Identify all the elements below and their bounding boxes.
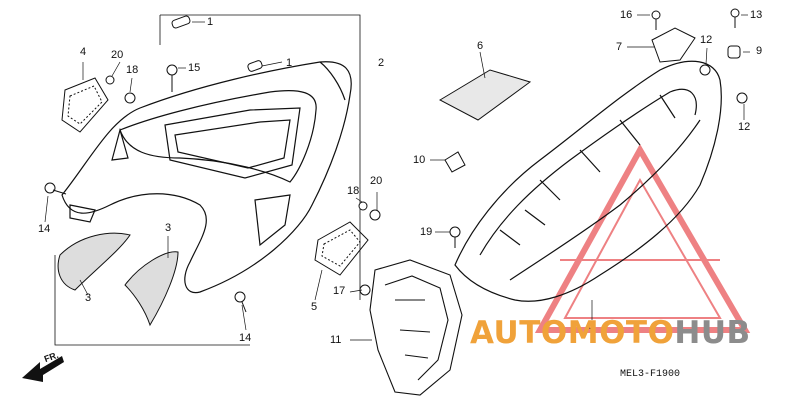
watermark-part-3: HUB <box>674 315 751 351</box>
leader-lines <box>44 14 750 341</box>
drawing-code: MEL3-F1900 <box>620 369 681 380</box>
watermark-logo-text: AUTOMOTOHUB <box>470 318 751 349</box>
callout-label: 14 <box>38 223 51 235</box>
callout-label: 18 <box>126 64 139 76</box>
watermark-part-1: AUTO <box>470 315 568 351</box>
callout-label: 18 <box>347 185 360 197</box>
front-direction-arrow <box>22 356 64 382</box>
rear-fender-part <box>454 60 722 302</box>
callout-label: 4 <box>80 46 87 58</box>
callout-label: 8 <box>588 320 595 332</box>
callout-label: 3 <box>165 222 172 234</box>
callout-label: 14 <box>239 332 252 344</box>
callout-label: 12 <box>738 121 751 133</box>
callout-label: 9 <box>756 45 763 57</box>
callout-label: 17 <box>333 285 346 297</box>
callout-label: 19 <box>420 226 433 238</box>
callout-label: 10 <box>413 154 426 166</box>
callout-label: 5 <box>311 301 318 313</box>
seal-pad-part <box>438 69 532 121</box>
callout-label: 12 <box>700 34 713 46</box>
callout-label: 15 <box>188 62 201 74</box>
callout-label: 1 <box>207 16 214 28</box>
seat-cowl-part <box>61 61 352 294</box>
callout-label: 13 <box>750 9 763 21</box>
callout-label: 20 <box>111 49 124 61</box>
callout-label: 1 <box>286 57 293 69</box>
leader-line <box>160 14 361 300</box>
side-cover-part <box>57 232 179 327</box>
callout-label: 11 <box>330 334 342 346</box>
callout-label: 6 <box>477 40 484 52</box>
air-duct-part <box>61 77 109 133</box>
fastener-parts <box>44 8 748 313</box>
bracket-part <box>651 27 696 63</box>
callout-label: 16 <box>620 9 633 21</box>
leader-line <box>54 255 250 346</box>
callout-label: 3 <box>85 292 92 304</box>
watermark-part-2: MOTO <box>567 315 675 351</box>
air-duct-part <box>314 221 369 276</box>
callout-label: 2 <box>378 57 385 69</box>
watermark-triangle-logo <box>534 143 751 333</box>
callout-label: 20 <box>370 175 383 187</box>
inner-mudguard-part <box>369 259 463 396</box>
callout-label: 7 <box>616 41 623 53</box>
